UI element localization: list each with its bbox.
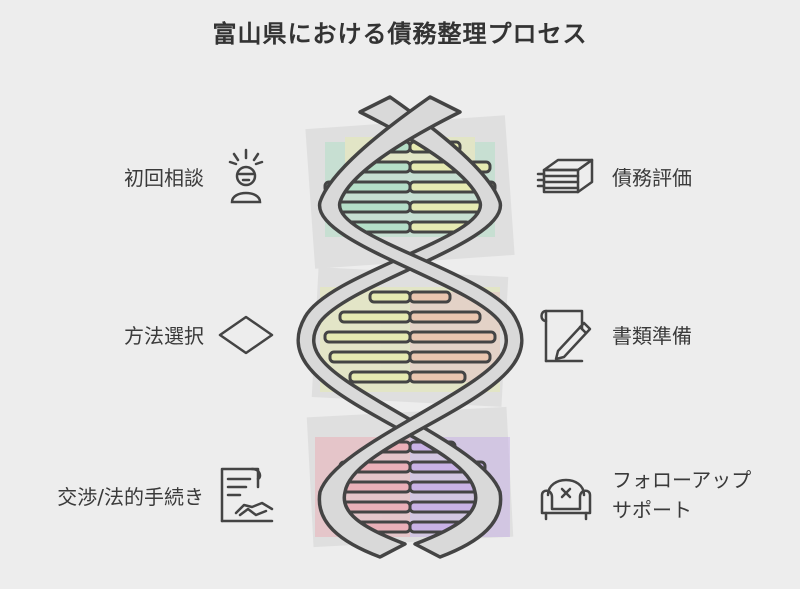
step-label-debt-assessment: 債務評価	[612, 166, 692, 190]
step-label-negotiation-legal: 交渉/法的手続き	[57, 485, 204, 509]
step-label-followup-line1: フォローアップ	[612, 468, 752, 492]
step-label-document-prep: 書類準備	[612, 324, 692, 348]
money-stack-icon	[536, 146, 596, 206]
worried-person-icon	[216, 146, 276, 206]
step-label-method-selection: 方法選択	[124, 324, 204, 348]
armchair-icon	[536, 465, 596, 525]
document-pen-icon	[536, 305, 596, 365]
contract-handshake-icon	[216, 465, 276, 525]
helix-strands	[296, 95, 524, 559]
page-title: 富山県における債務整理プロセス	[212, 20, 588, 48]
strand-b	[317, 95, 524, 559]
step-label-followup-line2: サポート	[612, 498, 692, 522]
dna-helix-graphic	[296, 95, 524, 559]
rungs-middle	[323, 290, 497, 384]
diamond-icon	[216, 305, 276, 365]
step-label-initial-consultation: 初回相談	[124, 166, 204, 190]
